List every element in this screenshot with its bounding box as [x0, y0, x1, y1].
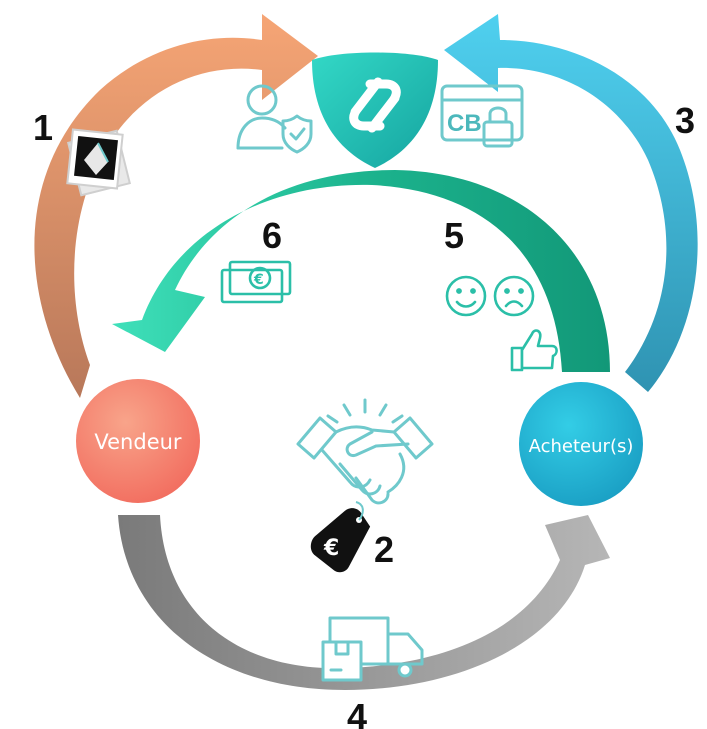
banknote-euro-symbol: €: [253, 272, 264, 288]
banknote-icon: €: [220, 260, 292, 304]
card-lock-icon: CB: [440, 84, 524, 148]
platform-shield-logo: [312, 52, 438, 168]
arrow-step-4: [118, 515, 610, 690]
user-verification-icon: [236, 84, 313, 154]
feedback-faces-icon: [445, 275, 535, 317]
price-tag-euro-symbol: €: [323, 536, 339, 561]
step-number-3: 3: [675, 100, 695, 141]
thumbs-up-icon: [510, 329, 558, 372]
buyers-label: Acheteur(s): [529, 436, 634, 457]
arrow-step-1: [34, 14, 318, 398]
photos-icon: [66, 128, 132, 197]
arrow-step-3: [444, 14, 698, 392]
step-number-4: 4: [347, 696, 367, 729]
step-number-6: 6: [262, 215, 282, 256]
handshake-icon: [296, 398, 434, 505]
price-tag-icon: €: [310, 501, 371, 573]
step-number-2: 2: [374, 529, 394, 570]
step-number-5: 5: [444, 215, 464, 256]
delivery-truck-icon: [321, 616, 424, 682]
card-label: CB: [447, 110, 482, 137]
step-number-1: 1: [33, 107, 53, 148]
seller-node: Vendeur: [76, 379, 200, 503]
buyers-node: Acheteur(s): [519, 382, 643, 506]
seller-label: Vendeur: [94, 430, 182, 454]
zigzag-logo-icon: [349, 77, 401, 133]
